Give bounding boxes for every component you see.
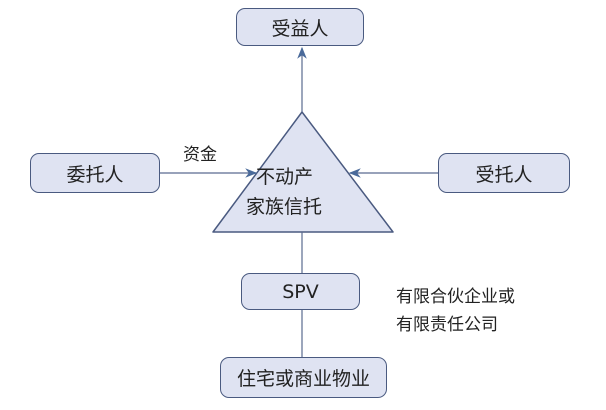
trustee-node: 受托人: [438, 153, 570, 193]
settlor-node: 委托人: [30, 153, 160, 193]
trust-triangle: [212, 111, 394, 233]
trust-label-line2: 家族信托: [246, 196, 323, 218]
spv-note-line2: 有限责任公司: [396, 315, 498, 335]
beneficiary-node: 受益人: [236, 8, 364, 46]
funds-label: 资金: [183, 145, 217, 165]
trust-label-line1: 不动产: [256, 166, 314, 188]
spv-node: SPV: [241, 273, 360, 310]
property-node: 住宅或商业物业: [220, 357, 387, 398]
spv-note-line1: 有限合伙企业或: [396, 287, 515, 307]
